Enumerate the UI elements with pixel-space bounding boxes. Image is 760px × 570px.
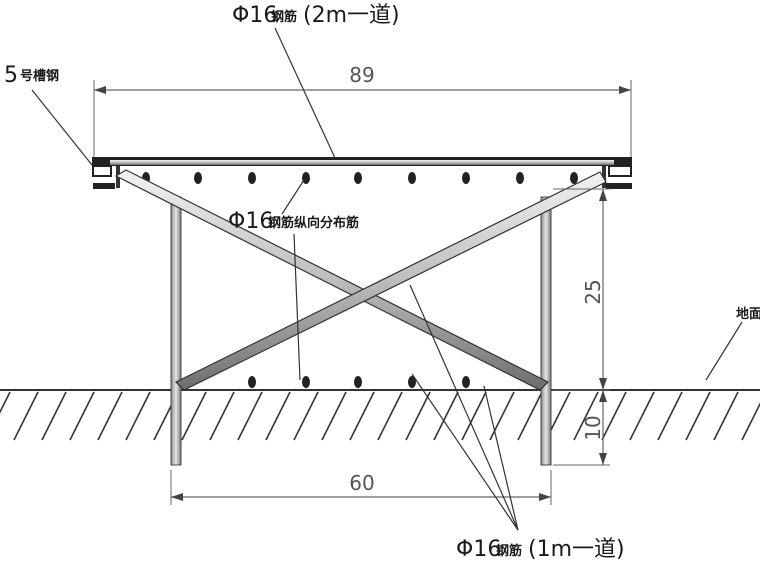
bottom-rebar-dot (462, 376, 470, 388)
hatch-line (601, 391, 627, 441)
brace-left-to-right (114, 169, 550, 391)
top-rebar-dot (516, 172, 524, 184)
label-top-bar: Φ16 钢筋 (2m一道) (232, 3, 400, 159)
bottom-rebar-dot (302, 376, 310, 388)
label-ground-text: 地面 (736, 306, 760, 322)
hatch-line (713, 391, 739, 441)
hatch-line (461, 391, 487, 441)
top-rebar-dot (248, 172, 256, 184)
hatch-line (293, 391, 319, 441)
label-top-bar-prefix: Φ16 (232, 3, 277, 28)
label-bottom-bar-prefix: Φ16 (456, 537, 501, 562)
hatch-line (573, 391, 599, 441)
dimension-heights: 25 10 (553, 188, 610, 466)
hatch-line (377, 391, 403, 441)
label-distribution: Φ16 钢筋纵向分布筋 (228, 179, 359, 381)
hatch-line (685, 391, 711, 441)
hatch-line (0, 391, 11, 414)
hatch-line (349, 391, 375, 441)
bottom-rebar-dot (248, 376, 256, 388)
leader-channel (31, 89, 93, 166)
leader-distribution-up (281, 179, 305, 215)
label-distribution-cn: 钢筋纵向分布筋 (268, 215, 359, 231)
label-bottom-bar-cn: 钢筋 (496, 543, 522, 559)
leader-bottom-bar-a (409, 284, 519, 531)
bottom-rebar-row (248, 376, 470, 388)
brace-right-to-left (174, 171, 607, 391)
label-top-bar-cn: 钢筋 (271, 9, 297, 25)
leader-distribution-down (293, 233, 301, 381)
dimension-top-width-value: 89 (349, 63, 374, 87)
hatch-line (321, 391, 347, 441)
ground-hatch (0, 389, 760, 441)
bottom-rebar-dot (408, 376, 416, 388)
label-bottom-bar-suffix: (1m一道) (528, 537, 625, 562)
leader-bottom-bar-b (411, 373, 519, 531)
right-post (540, 196, 552, 466)
label-channel-cn: 号槽钢 (20, 68, 59, 84)
hatch-line (209, 391, 235, 441)
top-rebar-dot (354, 172, 362, 184)
label-channel: 5 号槽钢 (4, 63, 93, 166)
hatch-line (629, 391, 655, 441)
dimension-bottom-width: 60 (170, 470, 552, 505)
hatch-line (265, 391, 291, 441)
top-rebar-dot (408, 172, 416, 184)
label-bottom-bar: Φ16 钢筋 (1m一道) (409, 284, 625, 562)
top-rebar-row (142, 172, 578, 184)
hatch-line (181, 391, 207, 441)
hatch-line (125, 391, 151, 441)
hatch-line (517, 391, 543, 441)
bottom-rebar-dot (354, 376, 362, 388)
diagonal-braces (114, 169, 607, 391)
leader-top-bar (274, 27, 336, 159)
top-rebar-dot (570, 172, 578, 184)
label-channel-prefix: 5 (4, 63, 18, 88)
leader-ground (705, 321, 743, 381)
hatch-line (433, 391, 459, 441)
hatch-line (489, 391, 515, 441)
hatch-line (69, 391, 95, 441)
label-top-bar-suffix: (2m一道) (303, 3, 400, 28)
hatch-line (13, 391, 39, 441)
label-ground: 地面 (705, 306, 760, 381)
hatch-line (97, 391, 123, 441)
hatch-line (741, 402, 760, 441)
top-rebar-dot (462, 172, 470, 184)
dimension-height-below-value: 10 (581, 415, 605, 440)
left-post (170, 196, 182, 466)
dimension-bottom-width-value: 60 (349, 471, 374, 495)
dimension-height-above-value: 25 (581, 279, 605, 304)
label-distribution-prefix: Φ16 (228, 209, 273, 234)
dimension-top-width: 89 (93, 63, 632, 160)
hatch-line (237, 391, 263, 441)
leader-bottom-bar-c (483, 385, 519, 531)
hatch-line (41, 391, 67, 441)
hatch-line (405, 391, 431, 441)
top-rebar-dot (194, 172, 202, 184)
top-deck (92, 157, 632, 189)
hatch-line (657, 391, 683, 441)
